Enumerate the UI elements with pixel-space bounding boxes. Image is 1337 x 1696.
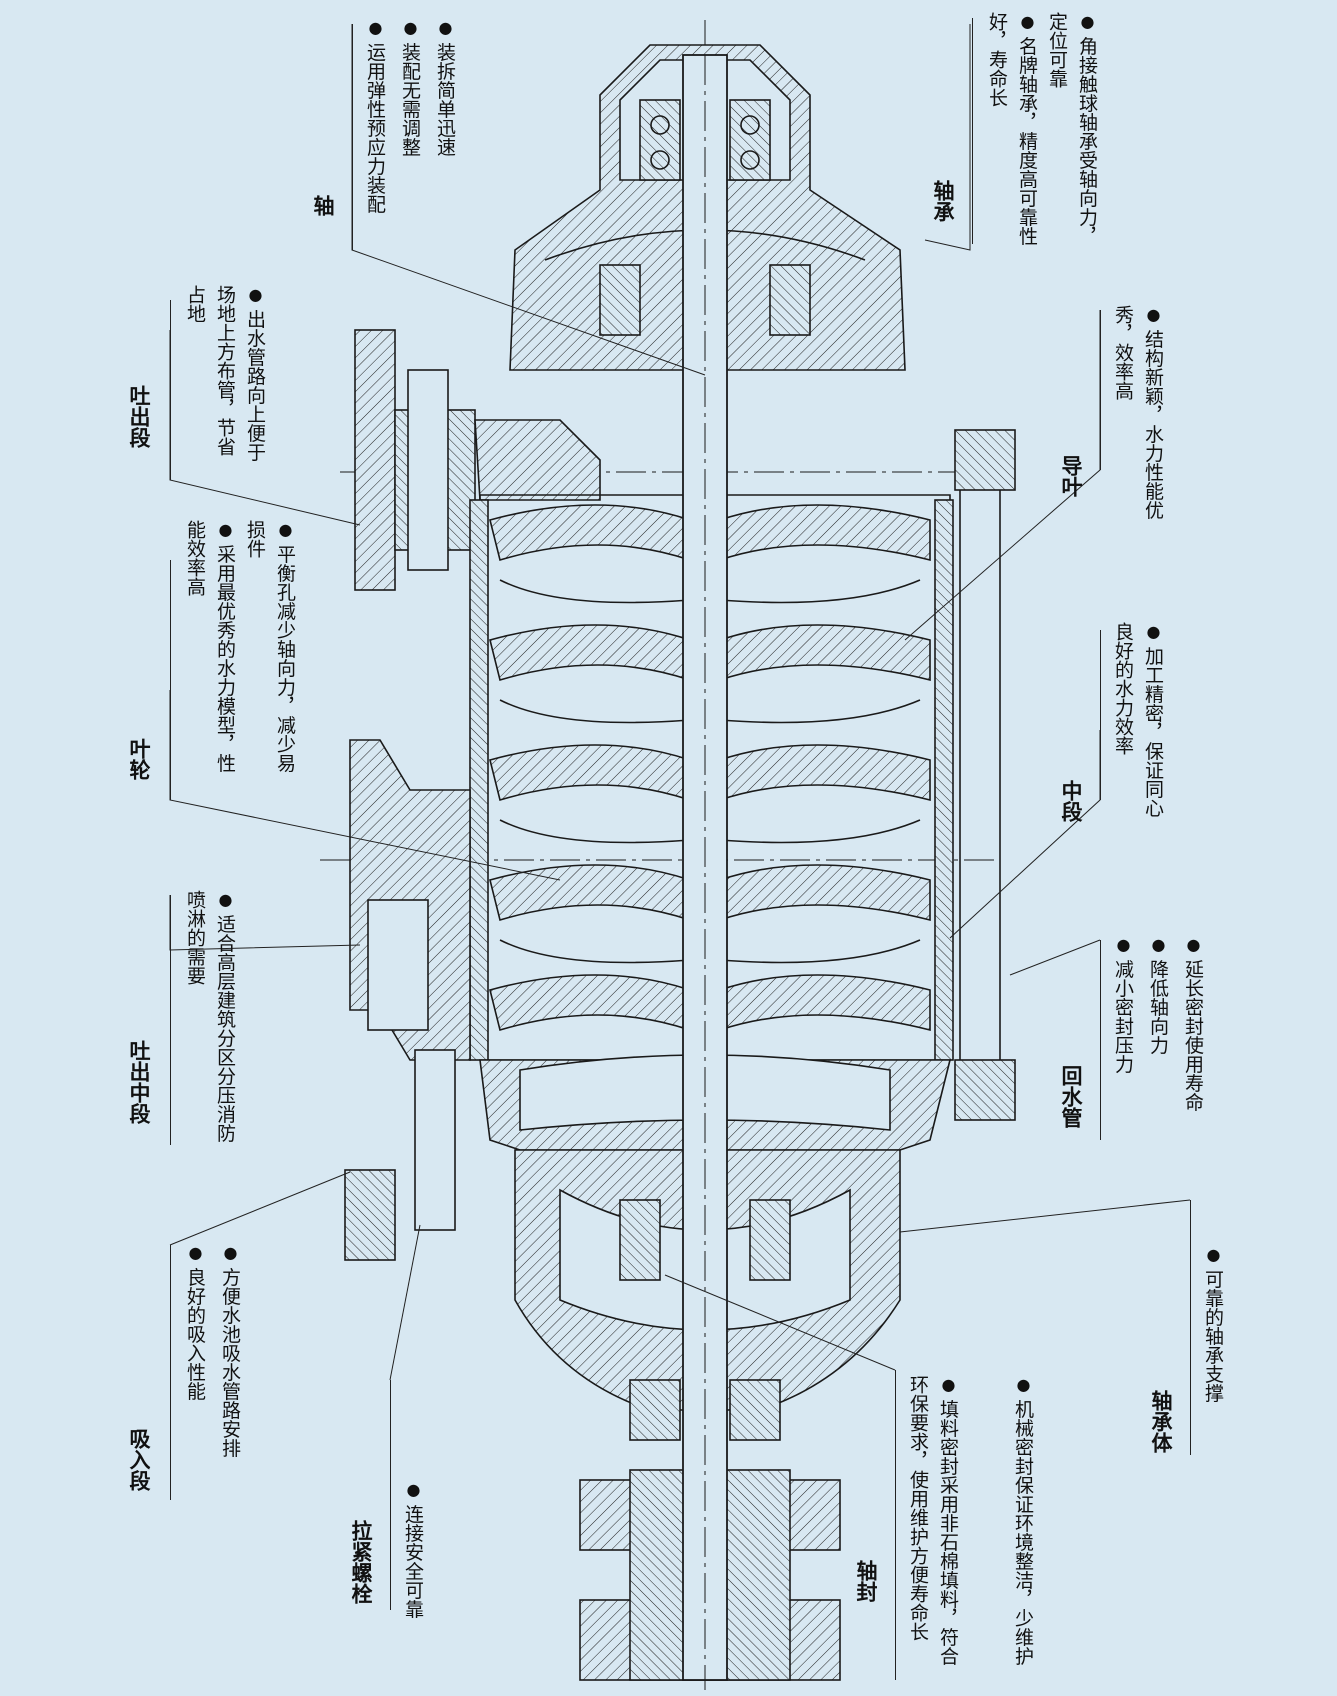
shaft-seal-bullet-1: ● 填料密封采用非石棉填料，符合环保要求，使用维护方便寿命长 <box>907 1375 959 1666</box>
shaft-bullet-1: ● 运用弹性预应力装配 <box>364 18 386 214</box>
discharge-section-title: 吐出段 <box>127 385 151 448</box>
bearing-body-bullet-1: ● 可靠的轴承支撑 <box>1202 1245 1224 1403</box>
mid-discharge-section-bullet-1: ● 适合高层建筑分区分压消防喷淋的需要 <box>184 890 236 1143</box>
suction-section-title: 吸入段 <box>127 1428 151 1491</box>
shaft-leader-rule <box>352 24 353 250</box>
bearing-bullet-2: ● 角接触球轴承受轴向力，定位可靠 <box>1046 12 1098 246</box>
impeller-leader-rule <box>170 560 171 800</box>
middle-section-leader-rule <box>1100 630 1101 800</box>
suction-section-bullet-2: ● 方便水池吸水管路安排 <box>219 1243 241 1458</box>
return-pipe-bullet-1: ● 减小密封压力 <box>1112 935 1134 1074</box>
bearing-body-title: 轴承体 <box>1149 1390 1173 1453</box>
middle-section-bullet-1: ● 加工精密，保证同心良好的水力效率 <box>1112 622 1164 818</box>
guide-vane-leader-rule <box>1100 310 1101 470</box>
mid-discharge-section-title: 吐出中段 <box>127 1040 151 1124</box>
return-pipe-bullet-2: ● 降低轴向力 <box>1147 935 1169 1055</box>
guide-vane-bullet-1: ● 结构新颖，水力性能优秀，效率高 <box>1112 305 1164 520</box>
impeller-title: 叶轮 <box>127 738 151 780</box>
shaft-title: 轴 <box>311 195 335 216</box>
return-pipe-leader-rule <box>1100 940 1101 1140</box>
discharge-section-bullet-1: ● 出水管路向上便于场地上方布管，节省占地 <box>184 285 266 462</box>
bearing-title: 轴承 <box>931 180 955 222</box>
impeller-bullet-2: ● 平衡孔减少轴向力，减少易损件 <box>244 520 296 773</box>
return-pipe-bullet-3: ● 延长密封使用寿命 <box>1182 935 1204 1112</box>
suction-leader-rule <box>170 1245 171 1500</box>
shaft-seal-bullet-2: ● 机械密封保证环境整洁，少维护 <box>1012 1375 1034 1666</box>
tie-bolt-bullet-1: ● 连接安全可靠 <box>402 1480 424 1619</box>
impeller-bullet-1: ● 采用最优秀的水力模型，性能效率高 <box>184 520 236 773</box>
discharge-leader-rule <box>170 300 171 480</box>
tie-bolt-title: 拉紧螺栓 <box>349 1520 373 1604</box>
bearing-leader-rule <box>972 18 973 244</box>
return-pipe-title: 回水管 <box>1059 1065 1083 1128</box>
shaft-seal-leader-rule <box>895 1370 896 1680</box>
shaft-bullet-3: ● 装拆简单迅速 <box>434 18 456 157</box>
bearing-body-leader-rule <box>1190 1200 1191 1455</box>
middle-section-title: 中段 <box>1059 780 1083 822</box>
shaft-bullet-2: ● 装配无需调整 <box>399 18 421 157</box>
mid-discharge-leader-rule <box>170 895 171 1145</box>
suction-section-bullet-1: ● 良好的吸入性能 <box>184 1243 206 1401</box>
shaft-seal-title: 轴封 <box>854 1560 878 1602</box>
tie-bolt-leader-rule <box>390 1380 391 1610</box>
guide-vane-title: 导叶 <box>1059 455 1083 497</box>
bearing-bullet-1: ● 名牌轴承，精度高可靠性好，寿命长 <box>986 12 1038 246</box>
